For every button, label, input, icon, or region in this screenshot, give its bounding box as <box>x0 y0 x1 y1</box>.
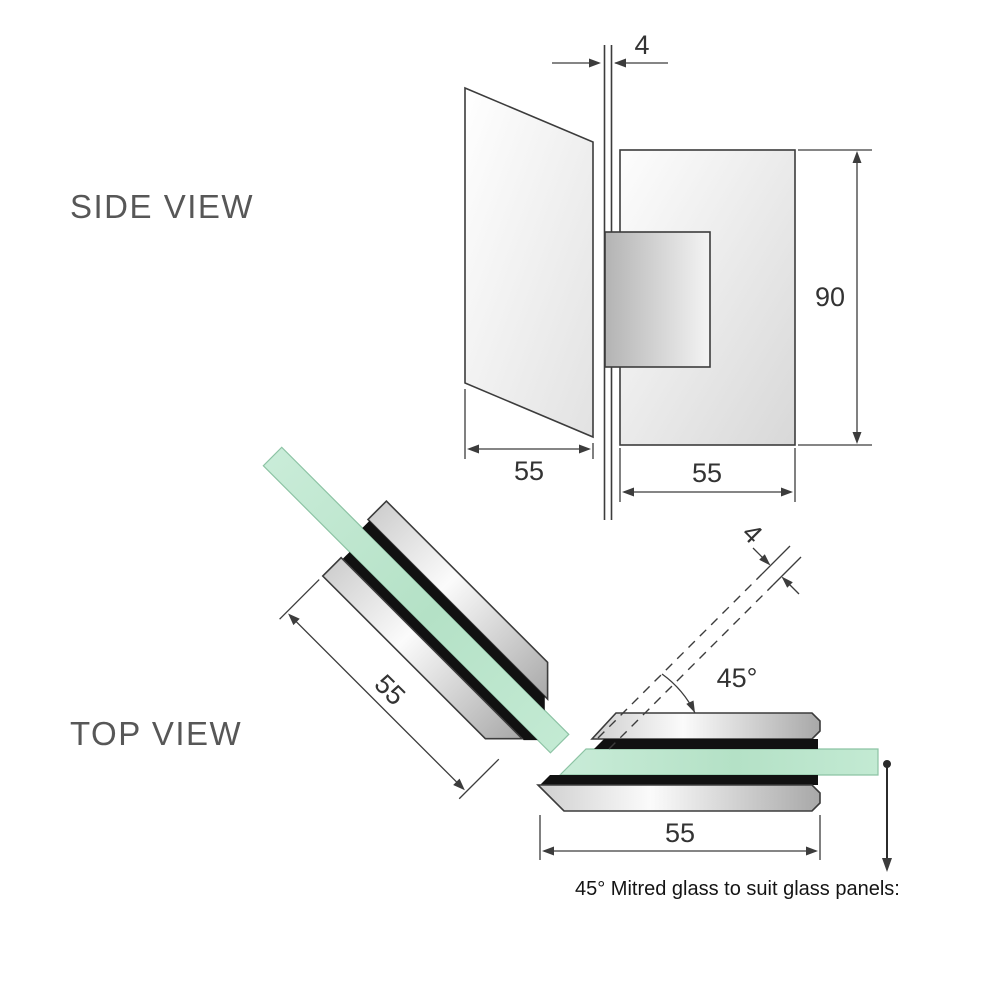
rubber-gasket-strip <box>540 775 818 785</box>
phantom-glass-dashed <box>597 573 774 750</box>
top-view-title: TOP VIEW <box>70 715 242 752</box>
hinge-leaf-plate <box>366 499 549 701</box>
arrowhead-icon <box>579 444 591 454</box>
dim-label-height: 90 <box>815 282 845 312</box>
hinge-leaf-plate <box>321 556 525 740</box>
caption-text: 45° Mitred glass to suit glass panels: <box>575 878 900 900</box>
arrowhead-icon <box>781 487 793 497</box>
hinge-clamp-block-side <box>604 231 711 368</box>
extension-line <box>458 758 500 800</box>
extension-line <box>772 556 802 586</box>
glass-panel-horizontal <box>558 748 879 776</box>
hinge-leaf-plate <box>536 784 821 812</box>
arrowhead-icon <box>589 58 601 68</box>
arrowhead-icon <box>852 432 862 444</box>
dim-horizontal-clamp-length: 55 <box>539 815 821 860</box>
dim-label-thickness: 4 <box>736 518 768 550</box>
diagonal-assembly: 55 <box>262 446 570 800</box>
phantom-line <box>597 573 763 739</box>
arrowhead-icon <box>852 151 862 163</box>
dim-label-gap: 4 <box>634 30 649 60</box>
phantom-line <box>608 584 774 750</box>
dim-label-panel-width: 55 <box>514 456 544 486</box>
dim-line <box>290 615 463 788</box>
dim-glass-thickness: 4 <box>552 30 668 68</box>
arrowhead-icon <box>542 846 554 856</box>
dim-panel-width: 55 <box>464 389 594 486</box>
pointer-dot <box>883 760 891 768</box>
arrowhead-icon <box>759 554 771 566</box>
caption-pointer <box>882 760 892 872</box>
top-view: TOP VIEW 55 <box>70 446 900 900</box>
glass-panel-diagonal <box>262 446 570 754</box>
dim-label-horizontal: 55 <box>665 818 695 848</box>
arrowhead-icon <box>882 858 892 872</box>
side-view-title: SIDE VIEW <box>70 188 254 225</box>
dim-phantom-thickness: 4 <box>736 518 802 595</box>
arrowhead-icon <box>467 444 479 454</box>
arrowhead-icon <box>453 778 465 791</box>
horizontal-assembly <box>536 712 879 812</box>
arrowhead-icon <box>781 576 793 588</box>
hinge-leaf-plate <box>590 712 821 740</box>
dim-label-diagonal: 55 <box>369 669 411 711</box>
arrowhead-icon <box>806 846 818 856</box>
dim-angle: 45° <box>661 663 758 714</box>
glass-panel-side <box>464 86 594 439</box>
dim-label-angle: 45° <box>717 663 758 693</box>
rubber-gasket-strip <box>342 551 538 741</box>
side-view: SIDE VIEW 4 90 <box>70 30 872 520</box>
rubber-gasket-strip <box>362 520 545 711</box>
dim-bracket-width: 55 <box>619 448 796 502</box>
arrowhead-icon <box>622 487 634 497</box>
arrowhead-icon <box>288 613 300 626</box>
rubber-gasket-strip <box>594 739 818 749</box>
dim-plate-height: 90 <box>798 149 872 446</box>
arrowhead-icon <box>686 700 695 713</box>
dim-label-bracket-width: 55 <box>692 458 722 488</box>
extension-line <box>761 545 791 575</box>
extension-line <box>279 579 320 620</box>
